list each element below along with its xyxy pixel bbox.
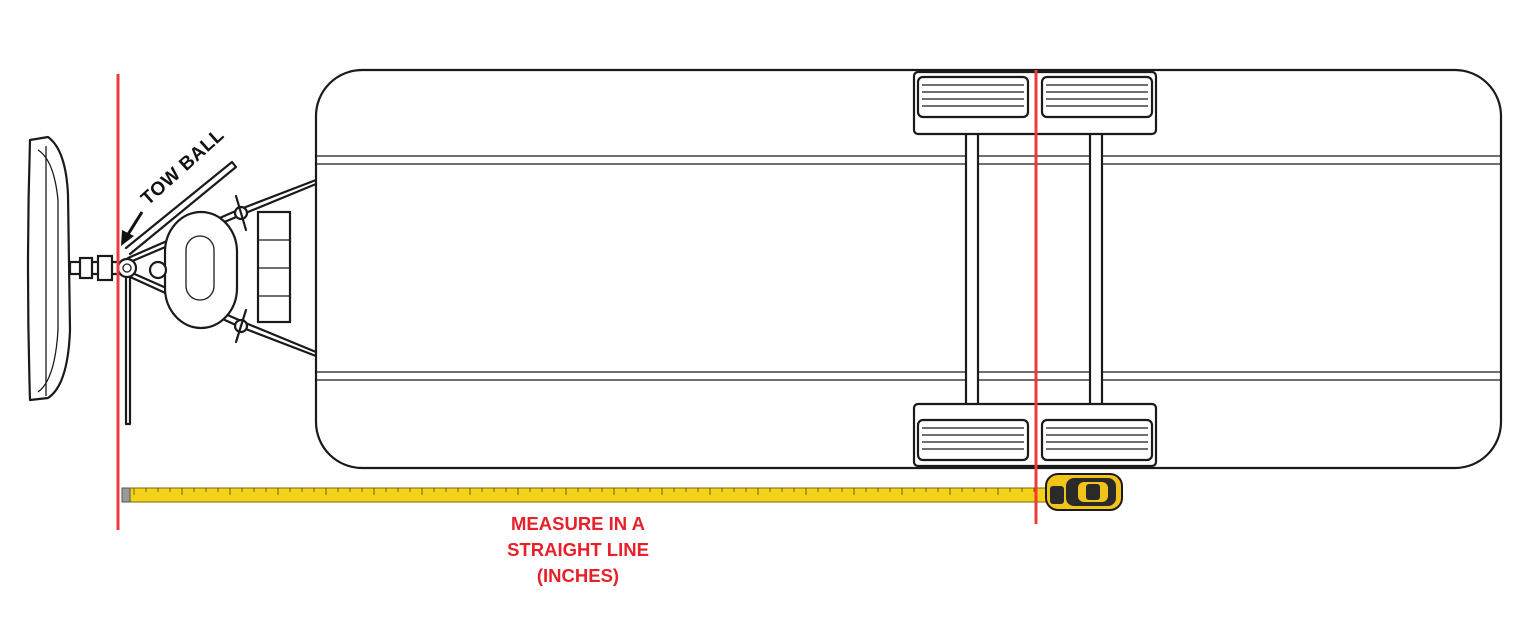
trailer-icon [314, 68, 1503, 470]
tow-vehicle-icon [26, 135, 122, 402]
tire-top-rear [1040, 75, 1154, 119]
instruction-line-3: (INCHES) [536, 565, 620, 586]
tape-measure-icon [121, 473, 1123, 511]
tape-ticks [133, 488, 1035, 495]
tire-bottom-front [916, 418, 1030, 462]
tire-bottom-rear [1040, 418, 1154, 462]
instruction-line-2: STRAIGHT LINE [507, 539, 649, 560]
tow-ball-label: TOW BALL [137, 125, 228, 210]
tape-case [1045, 473, 1123, 511]
trailer-tongue [116, 160, 318, 426]
instruction-line-1: MEASURE IN A [511, 513, 645, 534]
arrow-icon [121, 211, 144, 246]
tape-blade [121, 487, 1057, 503]
tire-top-front [916, 75, 1030, 119]
measurement-instruction: MEASURE IN A STRAIGHT LINE (INCHES) [420, 511, 736, 589]
